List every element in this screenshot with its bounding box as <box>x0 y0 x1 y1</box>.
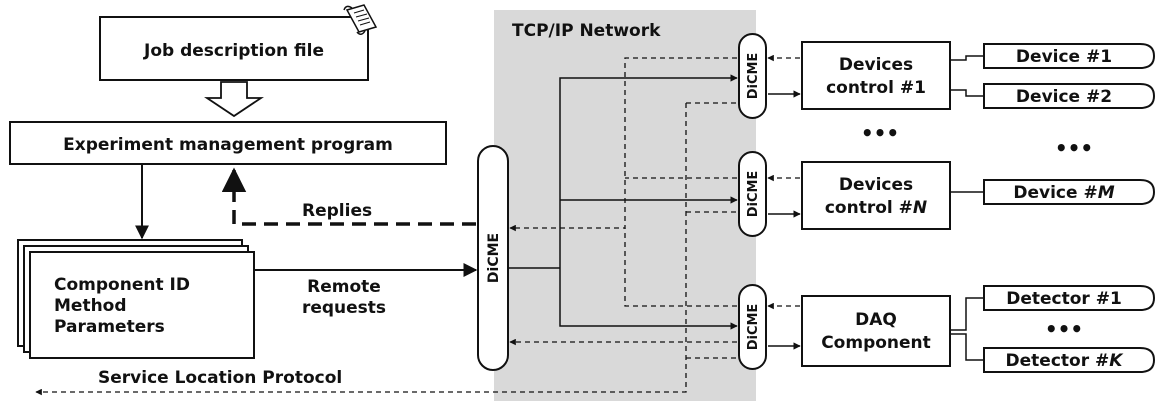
dicme-central <box>477 145 509 371</box>
remote-requests-label-2: requests <box>302 298 386 318</box>
node-links <box>767 54 801 350</box>
daq-component-line2: Component <box>821 333 931 353</box>
hollow-down-arrow-icon <box>204 81 264 118</box>
devices-control-n-line2: control #N <box>825 198 927 218</box>
device-m-text: Device # <box>1013 183 1097 203</box>
reply-lines <box>509 57 737 359</box>
request-lines <box>508 74 738 330</box>
daq-component-box <box>801 295 951 367</box>
ellipsis-control: ••• <box>861 121 899 145</box>
devices-control-n-var: N <box>913 198 927 218</box>
dicme-central-label: DiCME <box>486 233 502 283</box>
detector-k-box <box>983 347 1156 373</box>
dicme-node-1-label: DiCME <box>746 53 761 100</box>
devices-control-1-line2: control #1 <box>826 78 926 98</box>
replies-label: Replies <box>302 201 372 221</box>
experiment-program-label: Experiment management program <box>63 135 393 155</box>
detector-k-label: Detector #K <box>1006 351 1125 371</box>
replies-arrow <box>221 167 476 226</box>
job-file-box <box>99 16 369 81</box>
devices-control-n-line1: Devices <box>839 175 913 195</box>
dicme-node-3-label: DiCME <box>746 304 761 351</box>
detector-k-text: Detector # <box>1006 351 1110 371</box>
method-label: Method <box>54 296 127 316</box>
ellipsis-detectors: ••• <box>1045 317 1083 341</box>
dicme-node-3 <box>738 284 767 370</box>
scroll-icon <box>343 4 378 35</box>
dicme-node-2-label: DiCME <box>746 171 761 218</box>
ellipsis-devices: ••• <box>1055 136 1093 160</box>
device-connectors <box>950 55 984 361</box>
device-2-label: Device #2 <box>1016 87 1112 107</box>
service-location-label: Service Location Protocol <box>98 368 342 388</box>
dicme-node-1 <box>738 33 767 119</box>
device-m-label: Device #M <box>1013 183 1114 203</box>
experiment-program-box <box>9 121 447 165</box>
device-m-var: M <box>1098 183 1115 203</box>
devices-control-n-text: control # <box>825 198 913 218</box>
device-1-box <box>983 43 1156 69</box>
detector-1-box <box>983 285 1156 311</box>
detector-k-var: K <box>1109 351 1124 371</box>
daq-component-line1: DAQ <box>855 310 897 330</box>
devices-control-n-box <box>801 161 951 230</box>
service-location-arrow <box>35 103 687 396</box>
device-m-box <box>983 179 1156 205</box>
devices-control-1-line1: Devices <box>839 55 913 75</box>
parameters-label: Parameters <box>54 317 165 337</box>
device-2-box <box>983 83 1156 109</box>
component-id-label: Component ID <box>54 275 190 295</box>
devices-control-1-box <box>801 41 951 110</box>
job-file-label: Job description file <box>143 41 324 61</box>
component-stack <box>17 239 255 359</box>
remote-requests-label-1: Remote <box>307 277 381 297</box>
detector-1-label: Detector #1 <box>1006 289 1122 309</box>
device-1-label: Device #1 <box>1016 47 1112 67</box>
network-label: TCP/IP Network <box>512 21 661 41</box>
dicme-node-2 <box>738 151 767 237</box>
